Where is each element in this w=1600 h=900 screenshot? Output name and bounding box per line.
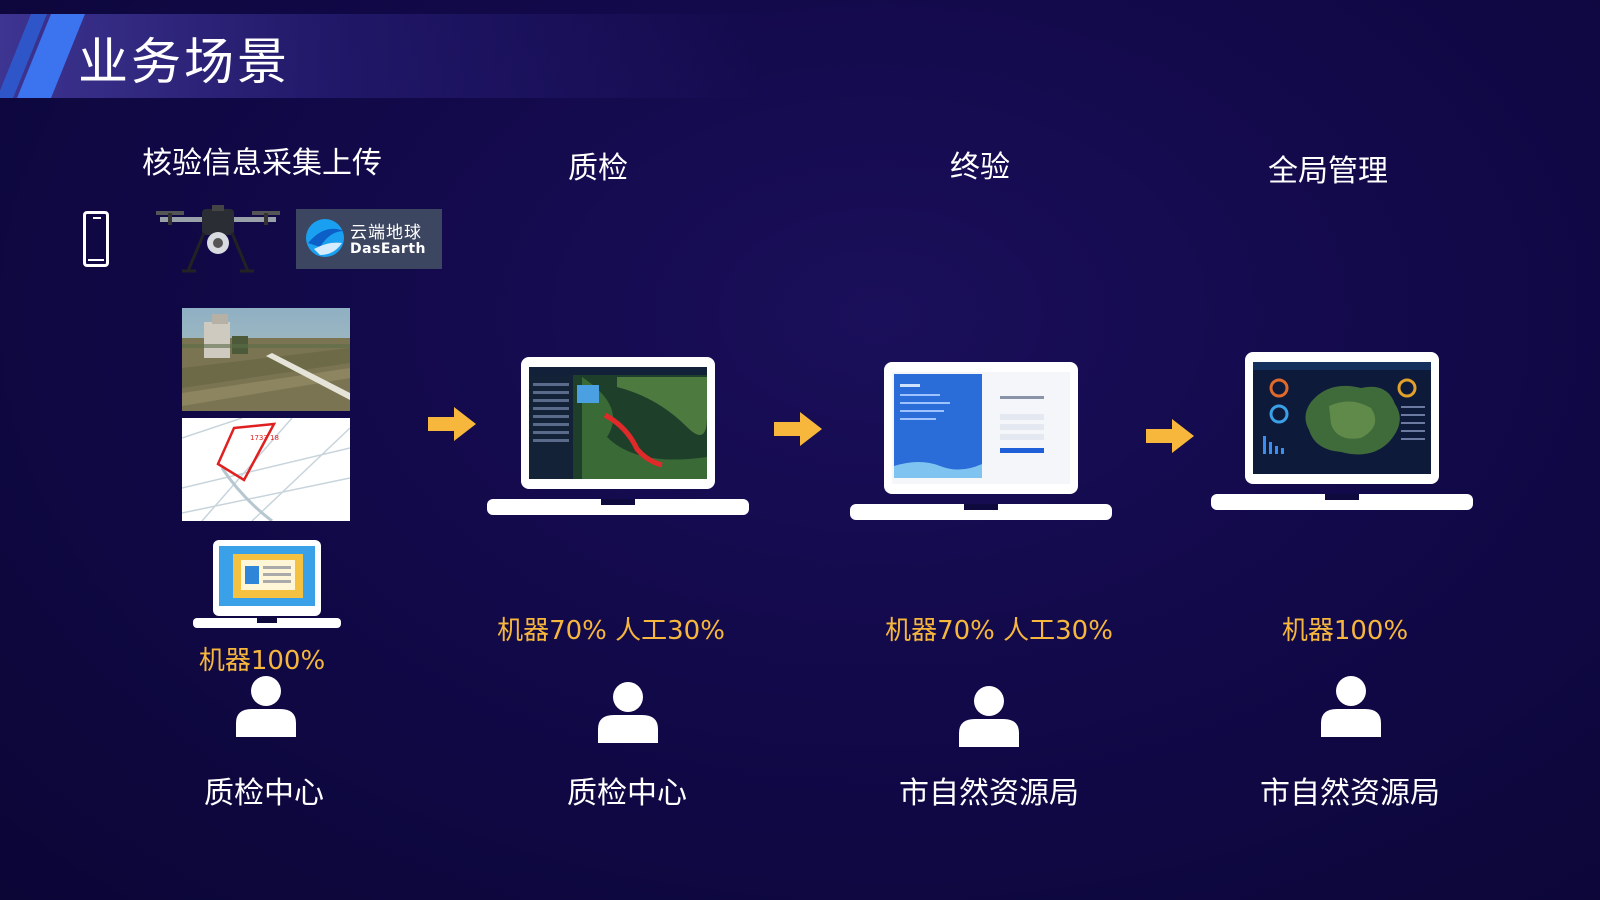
title-banner: [0, 14, 760, 98]
laptop-icon: [1211, 352, 1473, 510]
role-global-management: 市自然资源局: [1260, 776, 1440, 811]
globe-icon: [306, 219, 344, 257]
user-icon: [959, 686, 1019, 747]
ratio-quality-check: 机器70% 人工30%: [497, 616, 725, 646]
laptop-icon: [487, 357, 749, 515]
stage-title-collect: 核验信息采集上传: [142, 146, 382, 181]
logo-text-en: DasEarth: [350, 241, 426, 257]
logo-text-cn: 云端地球: [350, 223, 422, 243]
ratio-collect: 机器100%: [198, 646, 326, 676]
role-final-check: 市自然资源局: [899, 776, 1079, 811]
user-icon: [1321, 676, 1381, 737]
ratio-final-check: 机器70% 人工30%: [885, 616, 1113, 646]
svg-text:1733 18: 1733 18: [250, 434, 279, 442]
ratio-global-management: 机器100%: [1281, 616, 1409, 646]
dasearth-logo: 云端地球 DasEarth: [296, 209, 442, 269]
aerial-photo: [182, 308, 350, 411]
role-quality-check: 质检中心: [567, 776, 687, 811]
arrow-right-icon: [428, 407, 476, 441]
stage-title-final-check: 终验: [950, 150, 1010, 185]
user-icon: [598, 682, 658, 743]
arrow-right-icon: [1146, 419, 1194, 453]
stage-title-global-management: 全局管理: [1268, 154, 1388, 189]
stage-title-quality-check: 质检: [568, 151, 628, 186]
laptop-icon: [193, 540, 341, 628]
phone-icon: [83, 211, 109, 267]
drone-icon: [156, 205, 280, 273]
laptop-icon: [850, 362, 1112, 520]
parcel-map: 1733 18: [182, 418, 350, 521]
role-collect: 质检中心: [204, 776, 324, 811]
user-icon: [236, 676, 296, 737]
arrow-right-icon: [774, 412, 822, 446]
page-title: 业务场景: [78, 33, 290, 91]
